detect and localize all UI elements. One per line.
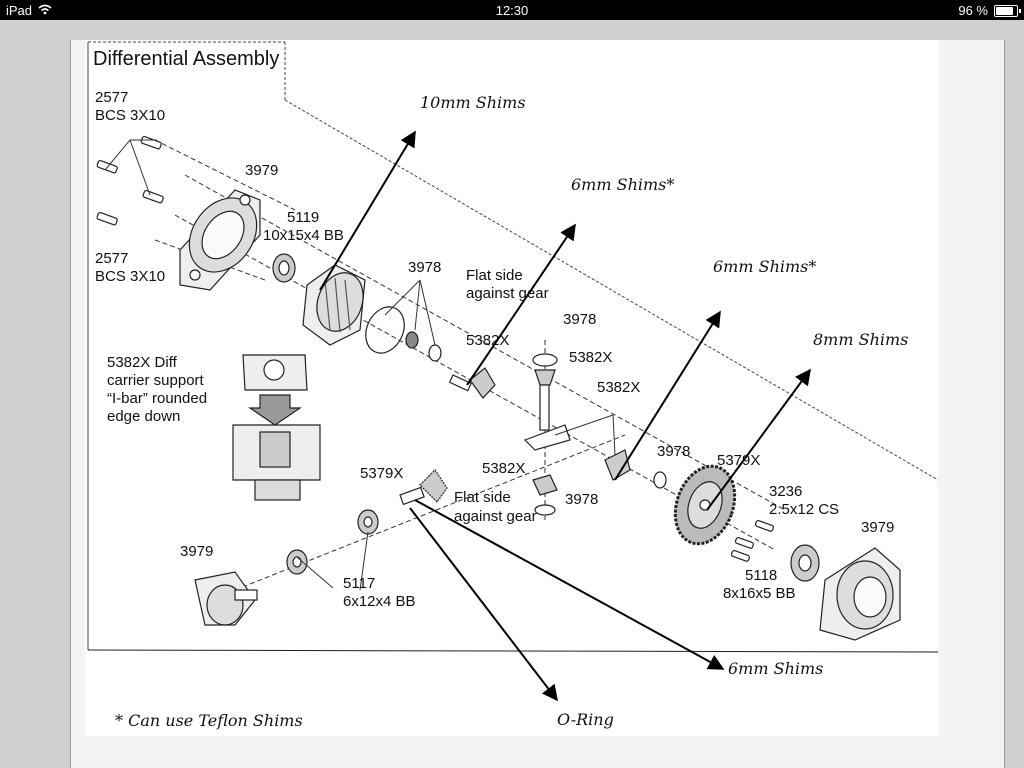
label-3978-a: 3978 <box>563 311 596 328</box>
diagram-canvas: Differential Assembly 2577 BCS 3X10 3979… <box>87 41 939 730</box>
label-2577-a: 2577 <box>95 89 128 106</box>
label-3979-top: 3979 <box>245 162 278 179</box>
note-8mm-shims: 8mm Shims <box>813 330 908 349</box>
label-5118: 5118 <box>745 567 777 584</box>
label-5117-desc: 6x12x4 BB <box>343 593 416 610</box>
label-carrier-2: carrier support <box>107 372 205 389</box>
label-2577-b-desc: BCS 3X10 <box>95 268 165 285</box>
label-3979-left: 3979 <box>180 543 213 560</box>
label-3236: 3236 <box>769 483 802 500</box>
screws-part <box>96 135 164 226</box>
document-page[interactable]: Differential Assembly 2577 BCS 3X10 3979… <box>70 40 1005 768</box>
label-flat-side-2: Flat side <box>454 489 511 506</box>
note-6mm-shims-top: 6mm Shims* <box>571 175 674 194</box>
clock: 12:30 <box>495 3 529 18</box>
ring-gear-part <box>673 464 737 546</box>
diagram-title: Differential Assembly <box>93 48 279 70</box>
battery-percent: 96 % <box>958 3 988 18</box>
bearing-5119-part <box>272 253 296 283</box>
scanned-diagram: Differential Assembly 2577 BCS 3X10 3979… <box>85 40 939 736</box>
label-carrier-1: 5382X Diff <box>107 354 178 371</box>
label-5382x-d: 5382X <box>482 460 525 477</box>
screws-3236-part <box>730 519 774 562</box>
housing-left-part <box>179 189 261 291</box>
label-5119-desc: 10x15x4 BB <box>263 227 344 244</box>
label-3978-top: 3978 <box>408 259 441 276</box>
label-3236-desc: 2.5x12 CS <box>769 501 839 518</box>
label-carrier-4: edge down <box>107 408 180 425</box>
label-5382x-c: 5382X <box>597 379 640 396</box>
note-teflon-footnote: * Can use Teflon Shims <box>115 711 303 730</box>
bearing-5117-part <box>286 509 379 575</box>
status-bar: iPad 12:30 96 % <box>0 0 1024 20</box>
carrier-support-inset <box>232 354 321 501</box>
note-o-ring: O-Ring <box>557 710 614 729</box>
note-6mm-shims-mid: 6mm Shims* <box>713 257 816 276</box>
label-5379x-b: 5379X <box>717 452 760 469</box>
label-3979-right: 3979 <box>861 519 894 536</box>
battery-icon <box>994 4 1021 17</box>
label-5382x-a: 5382X <box>466 332 509 349</box>
leader-lines <box>104 139 616 591</box>
spider-gears-part <box>448 353 667 516</box>
label-5118-desc: 8x16x5 BB <box>723 585 796 602</box>
label-against-gear-1: against gear <box>466 285 549 302</box>
label-flat-side-1: Flat side <box>466 267 523 284</box>
housing-lower-part <box>194 571 258 626</box>
annotation-arrows <box>319 130 811 702</box>
label-5117: 5117 <box>343 575 375 592</box>
label-3978-b: 3978 <box>565 491 598 508</box>
label-3978-mid: 3978 <box>657 443 690 460</box>
label-5379x-a: 5379X <box>360 465 403 482</box>
wifi-icon <box>38 3 52 18</box>
note-6mm-shims-bottom: 6mm Shims <box>728 659 823 678</box>
label-2577-b: 2577 <box>95 250 128 267</box>
diff-case-part <box>302 264 366 346</box>
label-5119: 5119 <box>287 209 319 226</box>
device-name: iPad <box>6 3 33 18</box>
note-10mm-shims: 10mm Shims <box>420 93 526 112</box>
housing-right-part <box>790 544 901 641</box>
label-5382x-b: 5382X <box>569 349 612 366</box>
document-viewer[interactable]: Differential Assembly 2577 BCS 3X10 3979… <box>0 20 1024 768</box>
label-carrier-3: “I-bar” rounded <box>107 390 207 407</box>
gasket-part <box>365 306 442 362</box>
pinion-part <box>399 469 448 506</box>
label-2577-a-desc: BCS 3X10 <box>95 107 165 124</box>
label-against-gear-2: against gear <box>454 508 537 525</box>
diagram-frame <box>87 41 939 653</box>
